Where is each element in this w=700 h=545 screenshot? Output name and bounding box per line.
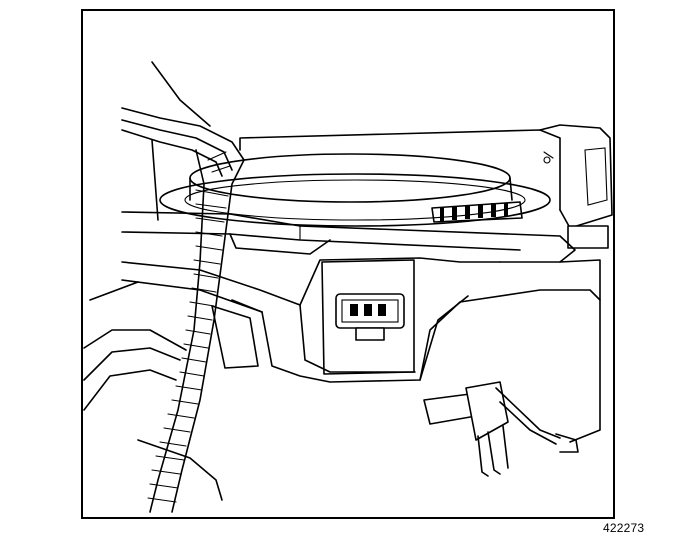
left-duct-structure xyxy=(83,139,223,501)
hvac-housing-upper xyxy=(239,124,613,249)
harness-connector-plug xyxy=(423,381,579,477)
wiring-harness-loom xyxy=(121,61,245,513)
housing-flange xyxy=(121,211,576,313)
hvac-housing-lower xyxy=(211,259,601,443)
blower-motor-ring xyxy=(159,153,551,227)
motor-connector xyxy=(321,259,415,375)
figure-id-number: 422273 xyxy=(603,521,645,535)
blower-wheel-fins xyxy=(431,201,523,223)
